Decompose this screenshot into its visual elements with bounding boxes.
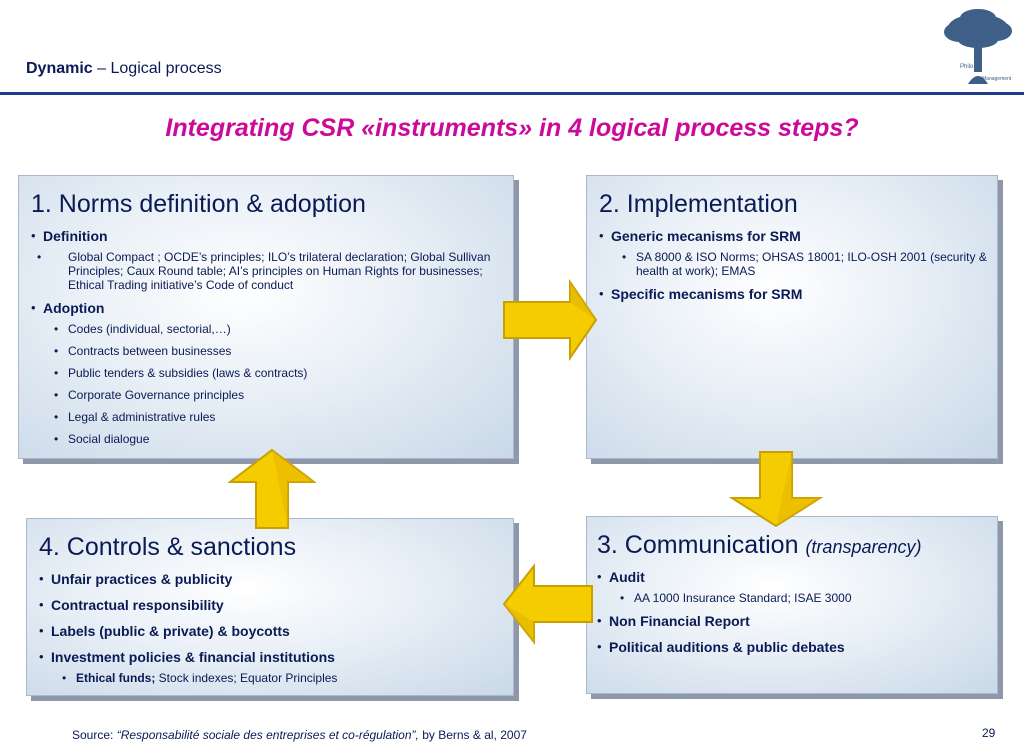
arrow-up-icon (228, 448, 316, 529)
page-number: 29 (982, 726, 996, 740)
box-norms-content: Definition Global Compact ; OCDE’s princ… (31, 228, 503, 454)
list-item: Audit (597, 569, 989, 585)
list-item: Non Financial Report (597, 613, 989, 629)
box-implementation-title: 2. Implementation (599, 190, 798, 218)
box-norms-title: 1. Norms definition & adoption (31, 190, 366, 218)
arrow-right-icon (503, 278, 598, 362)
box-communication-subtitle: (transparency) (805, 537, 922, 557)
section-title-rest: – Logical process (92, 60, 222, 77)
box-communication: 3. Communication (transparency) Audit AA… (586, 516, 998, 694)
list-item: SA 8000 & ISO Norms; OHSAS 18001; ILO-OS… (616, 250, 989, 278)
header-divider (0, 92, 1024, 95)
section-title: Dynamic – Logical process (26, 60, 222, 78)
box-communication-content: Audit AA 1000 Insurance Standard; ISAE 3… (597, 569, 989, 661)
slide-title: Integrating CSR «instruments» in 4 logic… (165, 114, 859, 142)
list-item: Global Compact ; OCDE’s principles; ILO’… (31, 250, 503, 292)
box-controls: 4. Controls & sanctions Unfair practices… (26, 518, 514, 696)
list-item: Public tenders & subsidies (laws & contr… (48, 366, 503, 380)
list-item: Contractual responsibility (39, 597, 507, 613)
list-item: Contracts between businesses (48, 344, 503, 358)
list-item: Legal & administrative rules (48, 410, 503, 424)
box-implementation-content: Generic mecanisms for SRM SA 8000 & ISO … (599, 228, 989, 308)
list-item: Ethical funds; Stock indexes; Equator Pr… (56, 671, 507, 685)
list-item: Investment policies & financial institut… (39, 649, 507, 665)
logo-text-1: Philo (960, 64, 974, 70)
list-item: Specific mecanisms for SRM (599, 286, 989, 302)
box-communication-title: 3. Communication (transparency) (597, 531, 922, 559)
logo-text-2: Management (982, 76, 1012, 82)
list-item: Political auditions & public debates (597, 639, 989, 655)
list-item: Unfair practices & publicity (39, 571, 507, 587)
list-item: Adoption (31, 300, 503, 316)
section-title-bold: Dynamic (26, 60, 93, 77)
tree-logo: Philo Management (944, 9, 1012, 84)
list-item: AA 1000 Insurance Standard; ISAE 3000 (614, 591, 989, 605)
arrow-left-icon (502, 563, 593, 645)
box-controls-content: Unfair practices & publicity Contractual… (39, 571, 507, 693)
list-item: Corporate Governance principles (48, 388, 503, 402)
box-norms: 1. Norms definition & adoption Definitio… (18, 175, 514, 459)
list-item: Social dialogue (48, 432, 503, 446)
arrow-down-icon (728, 451, 824, 528)
box-implementation: 2. Implementation Generic mecanisms for … (586, 175, 998, 459)
box-controls-title: 4. Controls & sanctions (39, 533, 297, 561)
list-item: Definition (31, 228, 503, 244)
list-item: Labels (public & private) & boycotts (39, 623, 507, 639)
list-item: Codes (individual, sectorial,…) (48, 322, 503, 336)
source-citation: Source: “Responsabilité sociale des entr… (72, 728, 527, 742)
list-item: Generic mecanisms for SRM (599, 228, 989, 244)
